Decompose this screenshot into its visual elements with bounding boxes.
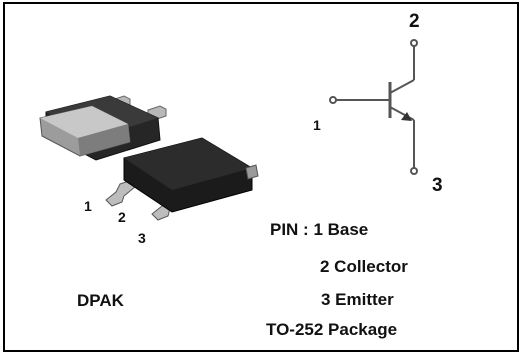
pin-description-line-3: 3 Emitter [321,290,394,309]
pin-description-line-4: TO-252 Package [266,320,398,339]
dpak-package-front [105,137,259,221]
symbol-base-pin-label: 1 [313,117,321,133]
package-pin-3-label: 3 [138,230,146,246]
symbol-emitter-pin-label: 3 [432,175,443,196]
diagram-frame [3,2,519,352]
package-pin-2-label: 2 [118,209,126,225]
transistor-symbol [329,39,418,175]
dpak-package-back [39,95,167,161]
package-name-label: DPAK [77,291,124,310]
package-pin-1-label: 1 [84,198,92,214]
emitter-arrow-icon [401,112,412,121]
symbol-collector-pin-label: 2 [409,11,420,32]
pin-description-line-1: PIN : 1 Base [270,220,369,239]
pin-description-line-2: 2 Collector [320,257,408,276]
